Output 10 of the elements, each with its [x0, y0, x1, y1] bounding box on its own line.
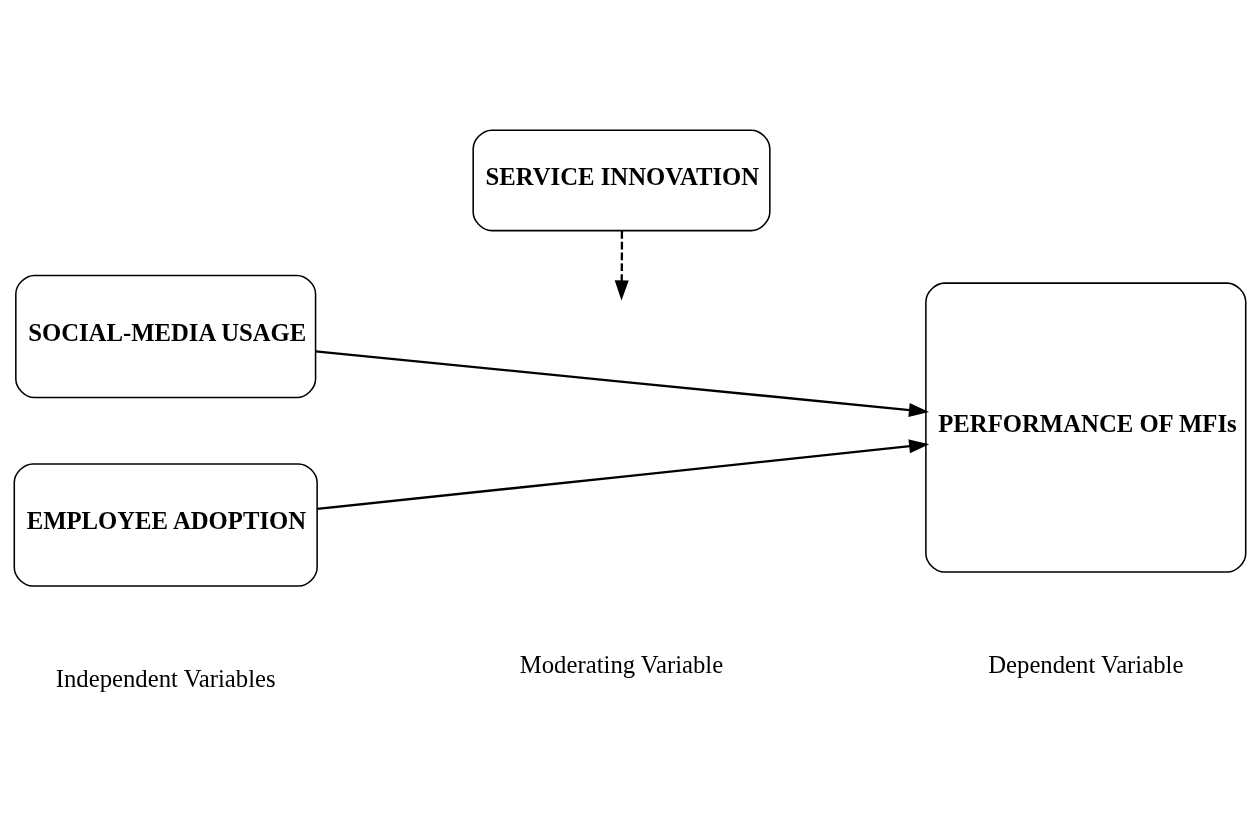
arrow — [317, 439, 930, 511]
node-box: SOCIAL-MEDIA USAGE — [15, 274, 317, 399]
label: Moderating Variable — [519, 650, 724, 678]
arrow — [614, 230, 629, 301]
node-box: SERVICE INNOVATION — [472, 129, 771, 232]
label: Dependent Variable — [988, 650, 1184, 678]
label: Independent Variables — [55, 664, 276, 692]
node-box: EMPLOYEE ADOPTION — [13, 463, 318, 587]
arrow — [315, 350, 930, 418]
node-box: PERFORMANCE OF MFIs — [925, 282, 1247, 573]
